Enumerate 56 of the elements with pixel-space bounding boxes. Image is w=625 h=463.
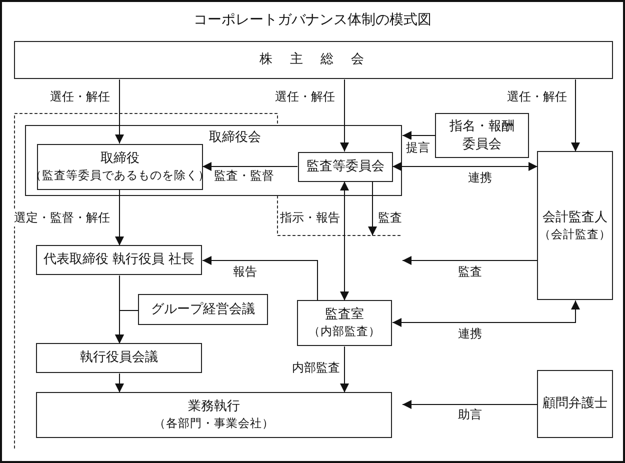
arrow — [392, 162, 538, 171]
edge-label: 選任・解任 — [49, 88, 111, 106]
audit-office-box — [297, 300, 392, 346]
arrow — [402, 256, 538, 265]
node-title: 執行役員会議 — [80, 349, 158, 367]
arrow — [340, 181, 349, 301]
node-title: 取締役 — [100, 150, 140, 168]
diagram-title: コーポレートガバナンス体制の模式図 — [194, 12, 432, 28]
edge-label: 報告 — [232, 264, 258, 280]
committee-box — [298, 152, 393, 182]
edge-label: 選任・解任 — [274, 88, 336, 106]
arrow — [115, 310, 139, 344]
auditor-box — [537, 151, 613, 300]
node-title: 会計監査人 — [542, 208, 608, 227]
arrow — [571, 79, 580, 152]
node-subtitle: （会計監査） — [539, 226, 611, 242]
arrow — [392, 300, 580, 327]
edge-label: 選定・監督・解任 — [13, 210, 111, 226]
node-title: 株主総会 — [259, 51, 382, 69]
edge-label: 内部監査 — [291, 360, 341, 376]
node-subtitle: （各部門・事業会社） — [154, 416, 274, 432]
arrow — [202, 162, 298, 171]
committee-box — [435, 113, 529, 158]
arrow — [368, 181, 377, 236]
meeting-box — [14, 41, 613, 79]
edge-label: 連携 — [467, 170, 493, 186]
arrow — [340, 79, 349, 152]
node-subtitle: （内部監査） — [308, 324, 380, 340]
node-title: 代表取締役 執行役員 社長 — [43, 251, 195, 269]
node-title: 顧問弁護士 — [542, 395, 608, 413]
meeting-box — [138, 294, 268, 325]
arrow — [402, 400, 538, 409]
arrow — [115, 79, 124, 144]
executive-box — [36, 245, 202, 275]
node-title: 指名・報酬委員会 — [448, 118, 516, 154]
arrow — [340, 346, 349, 393]
arrow — [402, 131, 436, 140]
dashed-boundary — [14, 113, 402, 450]
operations-box — [36, 392, 392, 438]
edge-label: 選任・解任 — [506, 88, 568, 106]
node-title: 業務執行 — [188, 398, 240, 416]
edge-label: 監査・監督 — [213, 168, 275, 184]
edge-label: 連携 — [457, 326, 483, 342]
node-subtitle: （監査等委員であるものを除く） — [30, 168, 210, 184]
meeting-box — [36, 343, 202, 373]
arrow — [202, 256, 318, 301]
node-title: 監査等委員会 — [306, 158, 384, 176]
edge-label: 提言 — [405, 140, 431, 156]
node-title: 取締役会 — [209, 129, 261, 147]
node-title: 監査室 — [325, 306, 364, 324]
edge-label: 指示・報告 — [279, 210, 341, 226]
arrow — [115, 373, 124, 393]
arrow — [115, 189, 124, 246]
counsel-box — [537, 370, 613, 438]
director-box — [37, 144, 203, 190]
node-title: グループ経営会議 — [151, 300, 255, 318]
